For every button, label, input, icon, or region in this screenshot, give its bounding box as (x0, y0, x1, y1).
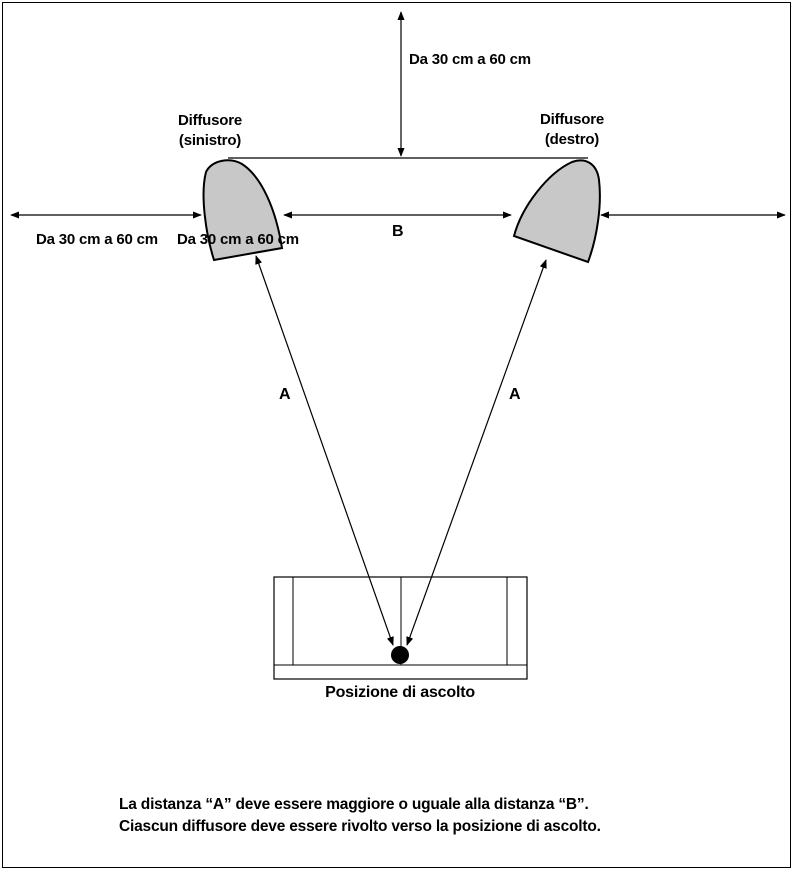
distance-b-label: B (392, 223, 404, 240)
distance-a-left-arrow (255, 255, 394, 646)
listening-position-label: Posizione di ascolto (325, 684, 475, 701)
listening-position-marker (391, 646, 409, 664)
distance-a-right-arrow (406, 259, 547, 646)
right-speaker (512, 159, 601, 264)
left-wall-distance-label: Da 30 cm a 60 cm (36, 231, 158, 248)
left-speaker-label-line2: (sinistro) (178, 132, 242, 149)
top-distance-label: Da 30 cm a 60 cm (409, 51, 531, 68)
caption-line-1: La distanza “A” deve essere maggiore o u… (119, 796, 589, 813)
left-side-distance-label: Da 30 cm a 60 cm (177, 231, 299, 248)
left-speaker-label-line1: Diffusore (177, 112, 243, 129)
left-speaker (202, 159, 284, 262)
caption-line-2: Ciascun diffusore deve essere rivolto ve… (119, 818, 601, 835)
right-speaker-label-line2: (destro) (544, 131, 600, 148)
distance-a-right-label: A (509, 386, 521, 403)
right-speaker-label-line1: Diffusore (539, 111, 605, 128)
distance-a-left-label: A (279, 386, 291, 403)
